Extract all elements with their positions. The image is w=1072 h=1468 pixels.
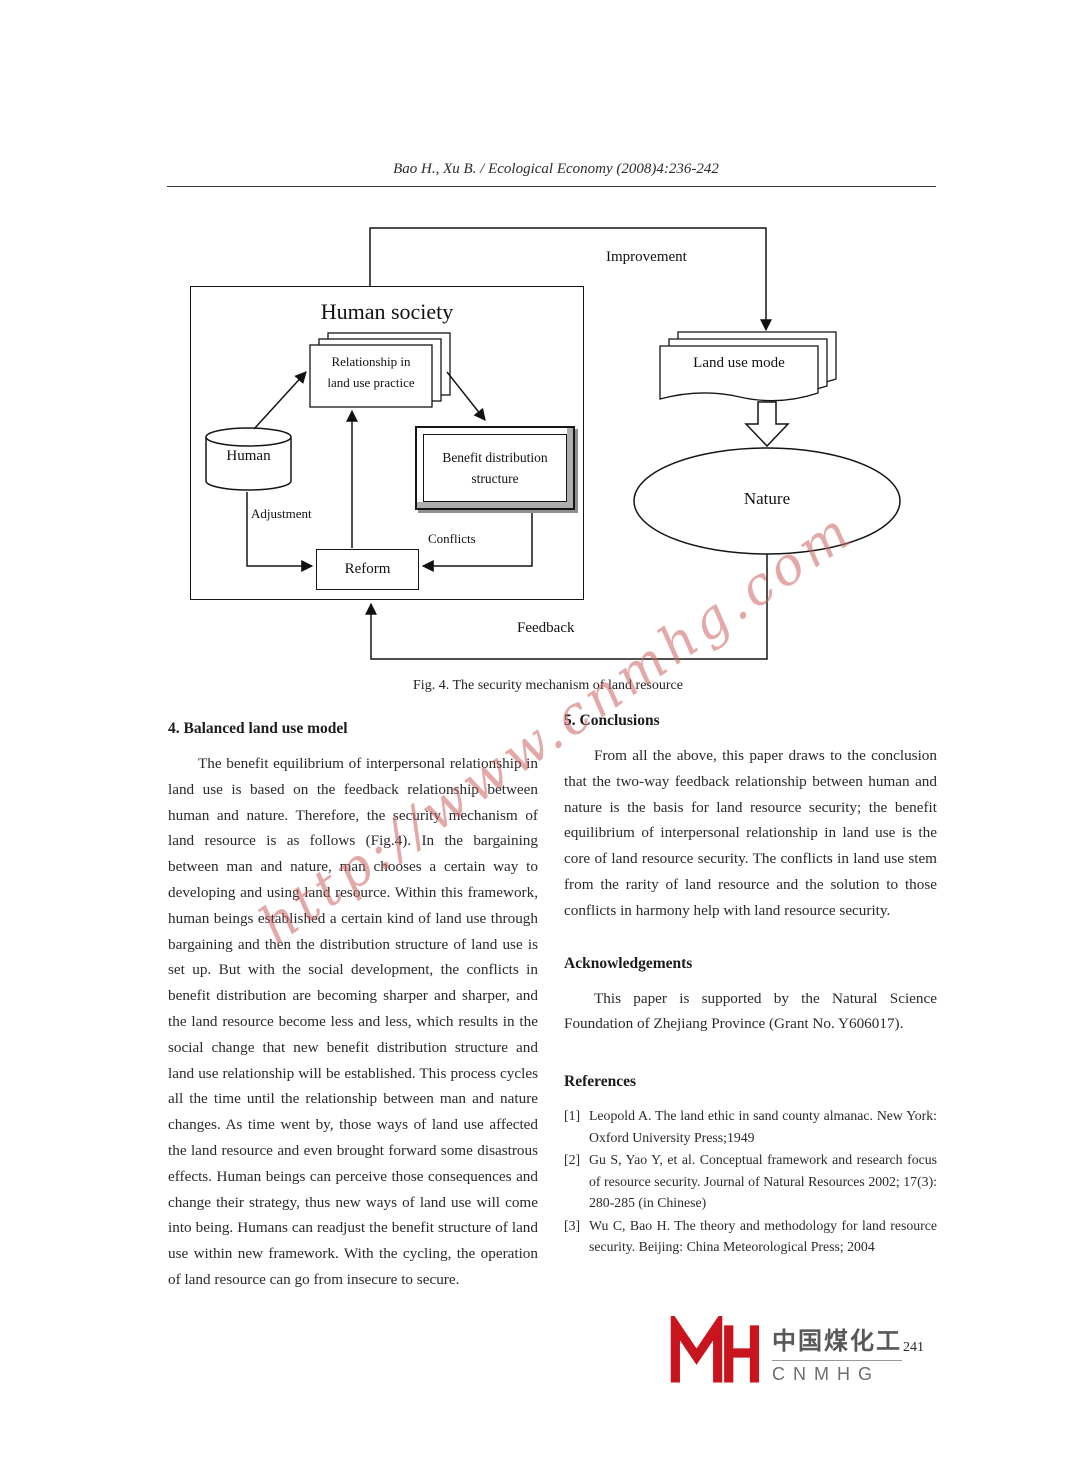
reform-box: Reform	[316, 549, 419, 590]
section-heading-references: References	[564, 1073, 637, 1091]
section-heading-acknowledgements: Acknowledgements	[564, 954, 693, 972]
land-use-mode-label: Land use mode	[693, 355, 785, 371]
reference-number: [3]	[564, 1217, 581, 1233]
reference-text: Leopold A. The land ethic in sand county…	[589, 1108, 937, 1145]
reference-list: [1] Leopold A. The land ethic in sand co…	[564, 1105, 937, 1258]
section-body-conclusions: From all the above, this paper draws to …	[564, 747, 937, 919]
figure-caption: Fig. 4. The security mechanism of land r…	[413, 678, 683, 693]
adjustment-label: Adjustment	[251, 506, 312, 521]
right-column: 5. Conclusions From all the above, this …	[564, 712, 937, 1259]
publisher-name-cn: 中国煤化工	[772, 1328, 902, 1355]
reference-number: [1]	[564, 1108, 581, 1124]
left-column: 4. Balanced land use model The benefit e…	[168, 720, 538, 1293]
section-body-acknowledgements: This paper is supported by the Natural S…	[564, 989, 937, 1033]
publisher-logo-text: 中国煤化工 CNMHG	[772, 1321, 902, 1385]
publisher-logo: 中国煤化工 CNMHG	[668, 1316, 902, 1390]
benefit-line1: Benefit distribution	[442, 450, 548, 465]
section-heading-conclusions: 5. Conclusions	[564, 712, 660, 729]
block-arrow-down-icon	[744, 401, 790, 448]
feedback-label: Feedback	[517, 620, 575, 636]
reference-number: [2]	[564, 1152, 581, 1168]
relationship-doc-label: Relationship in land use practice	[310, 351, 432, 393]
relationship-line1: Relationship in	[331, 354, 411, 369]
reference-text: Wu C, Bao H. The theory and methodology …	[589, 1217, 937, 1255]
logo-divider	[772, 1360, 902, 1361]
nature-label: Nature	[743, 489, 791, 508]
benefit-distribution-box: Benefit distribution structure	[415, 426, 575, 510]
header-rule	[167, 186, 936, 187]
improvement-label: Improvement	[606, 249, 687, 265]
conflicts-label: Conflicts	[428, 531, 476, 546]
reference-item: [2] Gu S, Yao Y, et al. Conceptual frame…	[564, 1149, 937, 1214]
cnmhg-logo-icon	[670, 1316, 760, 1383]
reference-item: [3] Wu C, Bao H. The theory and methodol…	[564, 1215, 937, 1258]
header-citation: Bao H., Xu B. / Ecological Economy (2008…	[393, 161, 719, 177]
section-heading-balanced: 4. Balanced land use model	[168, 720, 348, 737]
relationship-line2: land use practice	[327, 375, 415, 390]
reference-item: [1] Leopold A. The land ethic in sand co…	[564, 1105, 937, 1148]
benefit-distribution-inner: Benefit distribution structure	[423, 434, 567, 502]
human-cylinder-label: Human	[226, 448, 271, 464]
reference-text: Gu S, Yao Y, et al. Conceptual framework…	[589, 1152, 937, 1211]
publisher-name-en: CNMHG	[772, 1364, 880, 1384]
page-number: 241	[903, 1340, 924, 1355]
section-body-balanced: The benefit equilibrium of interpersonal…	[168, 755, 538, 1288]
human-society-title: Human society	[320, 299, 454, 324]
benefit-line2: structure	[471, 471, 519, 486]
reform-label: Reform	[344, 561, 391, 577]
